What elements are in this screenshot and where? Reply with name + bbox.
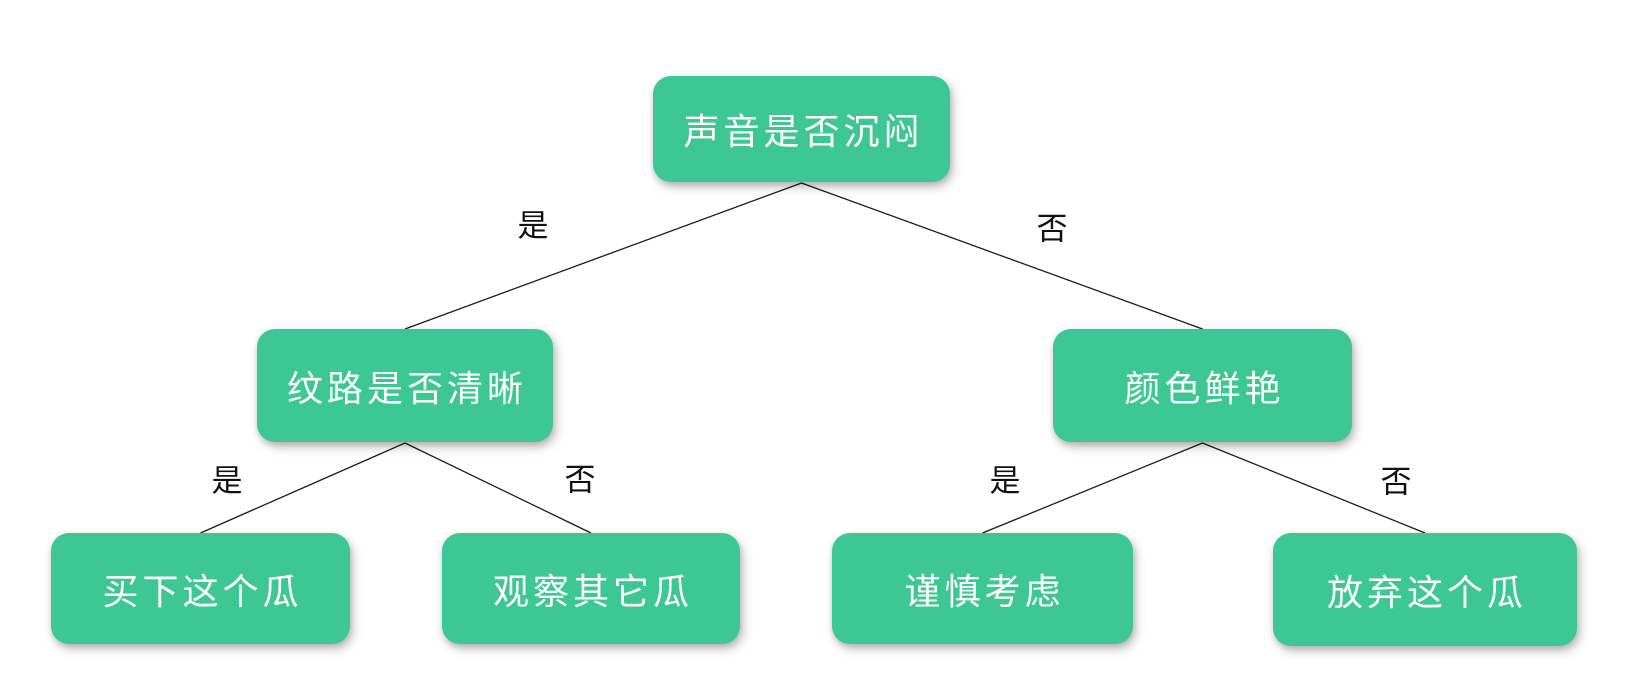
edge-texture-observe [404,442,592,534]
node-consider: 谨慎考虑 [832,533,1133,644]
node-observe: 观察其它瓜 [442,533,740,644]
edge-label-color-abandon: 否 [1380,464,1412,500]
node-label: 观察其它瓜 [492,571,693,612]
edge-label-root-texture: 是 [517,208,549,244]
node-abandon: 放弃这个瓜 [1273,533,1577,646]
node-color: 颜色鲜艳 [1053,329,1352,442]
node-label: 放弃这个瓜 [1326,572,1527,613]
node-label: 买下这个瓜 [102,571,303,612]
node-label: 谨慎考虑 [904,571,1065,612]
node-texture: 纹路是否清晰 [257,329,553,442]
edge-label-texture-observe: 否 [564,462,596,498]
node-label: 纹路是否清晰 [286,368,527,409]
edge-label-texture-buy: 是 [211,463,243,499]
node-buy: 买下这个瓜 [51,533,350,644]
edge-label-root-color: 否 [1036,211,1068,247]
edge-root-texture [404,182,802,330]
node-label: 声音是否沉闷 [683,112,924,152]
node-root: 声音是否沉闷 [653,76,950,182]
edge-label-color-consider: 是 [989,463,1021,499]
edge-root-color [801,182,1203,330]
node-label: 颜色鲜艳 [1124,368,1285,409]
